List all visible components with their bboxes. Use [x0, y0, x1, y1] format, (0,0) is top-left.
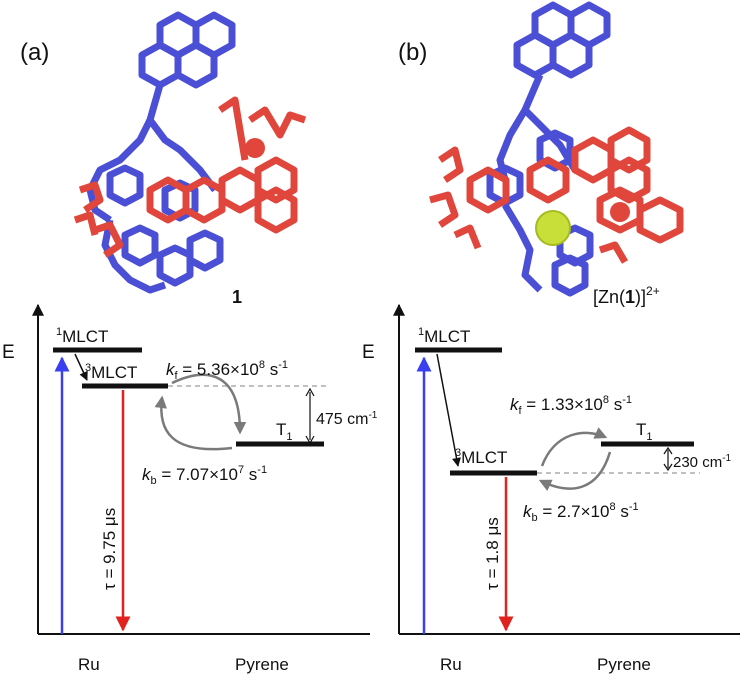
panel-b-kb-arrow: [538, 451, 612, 491]
panel-a-kf-arrow: [171, 373, 247, 435]
panel-b-t1-label: T1: [636, 420, 653, 443]
panel-a-kb-arrow: [154, 395, 233, 451]
panel-b-kf-label: kf = 1.33×108 s-1: [510, 394, 632, 417]
panel-a-energy-diagram: E 1MLCT 3MLCT T1 475 cm-1 kf = 5.36×108 …: [2, 303, 378, 674]
panel-b-energy-label: E: [362, 342, 375, 363]
panel-b-x-label-pyrene: Pyrene: [597, 655, 651, 674]
panel-a-ru-atom: [245, 138, 265, 158]
panel-b-ru-atom: [610, 202, 630, 222]
panel-b-triplet-label: 3MLCT: [455, 447, 507, 467]
panel-a-tag: (a): [20, 39, 49, 66]
panel-a-kb-label: kb = 7.07×107 s-1: [142, 464, 267, 487]
panel-b-ru-ligand-chain: [486, 73, 594, 297]
panel-b-zinc-atom: [535, 210, 571, 246]
panel-a-energy-label: E: [2, 342, 15, 363]
panel-b-kb-label: kb = 2.7×108 s-1: [523, 501, 639, 524]
panel-a-x-label-ru: Ru: [78, 655, 100, 674]
panel-a-triplet-label: 3MLCT: [85, 362, 137, 382]
panel-b-isc-arrow: [436, 353, 461, 467]
panel-b-pyrene-unit: [513, 1, 611, 79]
panel-b-energy-diagram: E 1MLCT T1 3MLCT 230 cm-1 kf = 1.33×108 …: [362, 303, 740, 674]
panel-a-pyrene-ligand: [73, 96, 307, 258]
panel-a-compound-label: 1: [232, 287, 242, 307]
panel-b-structure: (b): [398, 1, 684, 307]
panel-b-singlet-label: 1MLCT: [418, 326, 470, 346]
panel-a-gap-label: 475 cm-1: [316, 410, 378, 428]
panel-b-lifetime-label: τ = 1.8 μs: [483, 517, 502, 590]
panel-a-pyrene-unit: [138, 11, 236, 89]
panel-b-tag: (b): [398, 39, 427, 66]
panel-a-gap-arrowheads: [305, 387, 315, 445]
panel-a-kf-label: kf = 5.36×108 s-1: [166, 359, 288, 382]
panel-b-compound-label: [Zn(1)]2+: [593, 284, 660, 307]
panel-a-isc-arrow: [74, 353, 88, 381]
panel-a-t1-label: T1: [276, 420, 293, 443]
panel-b-x-label-ru: Ru: [440, 655, 462, 674]
panel-a-singlet-label: 1MLCT: [56, 326, 108, 346]
panel-a-lifetime-label: τ = 9.75 μs: [100, 508, 119, 590]
panel-a-structure: (a) 1: [20, 11, 307, 307]
panel-b-kf-arrow: [540, 427, 608, 467]
panel-b-pyrene-ligand: [429, 126, 684, 264]
panel-b-gap-arrowheads: [663, 446, 673, 472]
panel-b-gap-label: 230 cm-1: [673, 453, 732, 471]
panel-a-x-label-pyrene: Pyrene: [235, 655, 289, 674]
